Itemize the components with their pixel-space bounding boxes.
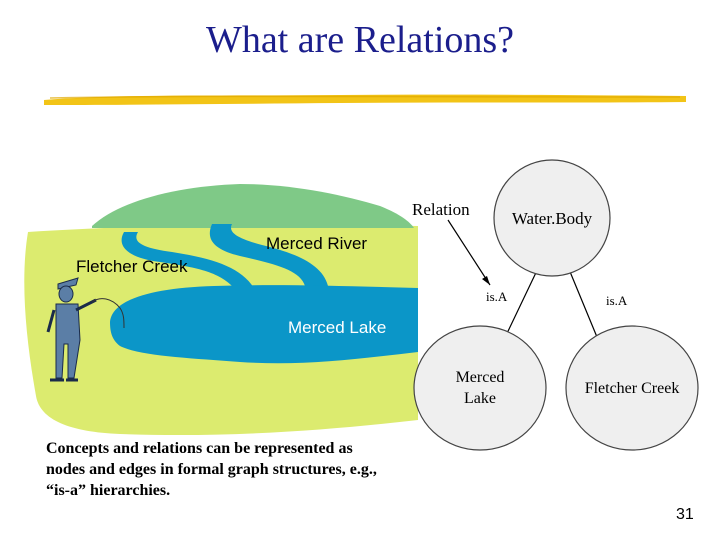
fletcher-creek <box>121 232 254 290</box>
lake <box>110 285 418 364</box>
fisherman-figure <box>46 277 97 382</box>
title-underline <box>44 94 686 105</box>
relation-pointer-arrow <box>447 219 491 286</box>
relation-label: Relation <box>412 200 470 219</box>
node-fletcher-creek-label: Fletcher Creek <box>584 380 680 397</box>
edge-label-left: is.A <box>486 289 508 304</box>
hill <box>92 184 414 228</box>
edge-label-right: is.A <box>606 293 628 308</box>
merced-lake-label: Merced Lake <box>288 318 387 337</box>
node-merced-lake <box>413 325 547 451</box>
fletcher-creek-label: Fletcher Creek <box>76 257 188 276</box>
fishing-line <box>91 298 125 329</box>
slide-title: What are Relations? <box>205 19 515 61</box>
node-fletcher-creek <box>565 325 699 451</box>
merced-river <box>209 224 328 286</box>
slide-caption: Concepts and relations can be represente… <box>46 440 377 499</box>
node-merced-lake-line2: Lake <box>464 390 496 407</box>
merced-river-label: Merced River <box>266 234 368 253</box>
node-water-body <box>493 159 611 277</box>
node-merced-lake-line1: Merced <box>455 369 505 386</box>
arrowhead <box>482 276 490 285</box>
node-merced-lake-label: Merced Lake <box>440 367 520 409</box>
node-water-body-label: Water.Body <box>511 209 593 228</box>
page-number: 31 <box>676 506 694 523</box>
